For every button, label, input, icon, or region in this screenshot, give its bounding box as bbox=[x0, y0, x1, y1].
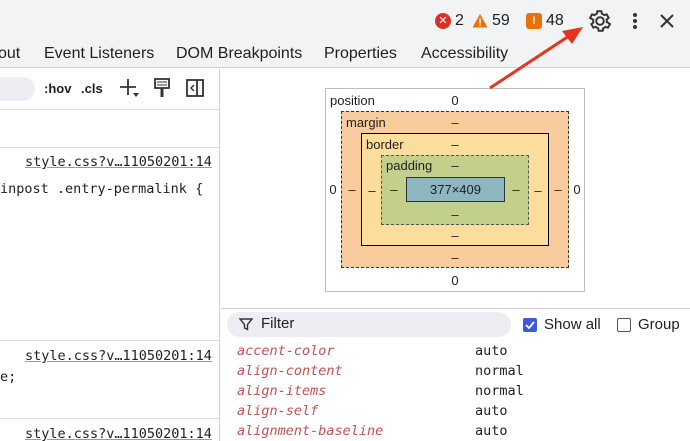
property-name: align-self bbox=[237, 403, 319, 419]
margin-right-value[interactable]: – bbox=[554, 182, 562, 197]
padding-right-value[interactable]: – bbox=[512, 182, 520, 197]
errors-count: 2 bbox=[455, 12, 464, 29]
hover-state-toggle[interactable]: :hov bbox=[44, 81, 72, 96]
settings-gear-icon[interactable] bbox=[587, 8, 613, 34]
show-all-checkbox[interactable] bbox=[523, 318, 537, 332]
border-bottom-value[interactable]: – bbox=[451, 228, 459, 243]
warnings-count: 59 bbox=[492, 12, 510, 29]
computed-properties-list: accent-color auto align-content normal a… bbox=[221, 343, 690, 441]
property-value: auto bbox=[475, 403, 508, 419]
errors-badge[interactable]: ✕ 2 bbox=[435, 10, 464, 32]
issues-count: 48 bbox=[546, 12, 564, 29]
new-style-rule-icon[interactable] bbox=[118, 77, 140, 99]
property-name: align-content bbox=[237, 363, 343, 379]
filter-placeholder: Filter bbox=[261, 315, 295, 332]
computed-filter-bar: Filter Show all Group bbox=[221, 308, 690, 342]
position-right-value[interactable]: 0 bbox=[573, 182, 581, 197]
list-item[interactable]: alignment-baseline auto bbox=[237, 423, 508, 441]
position-bottom-value[interactable]: 0 bbox=[451, 273, 459, 288]
margin-label: margin bbox=[346, 115, 386, 130]
property-name: accent-color bbox=[237, 343, 335, 359]
property-value: auto bbox=[475, 343, 508, 359]
divider bbox=[0, 109, 219, 110]
divider bbox=[0, 147, 219, 148]
position-left-value[interactable]: 0 bbox=[329, 182, 337, 197]
border-box: border – – – – padding – – – – 377×409 bbox=[361, 133, 549, 246]
computed-filter-input[interactable]: Filter bbox=[227, 312, 511, 337]
margin-bottom-value[interactable]: – bbox=[451, 250, 459, 265]
list-item[interactable]: align-self auto bbox=[237, 403, 508, 423]
paint-brush-icon[interactable] bbox=[152, 77, 172, 99]
show-all-label[interactable]: Show all bbox=[544, 316, 601, 333]
close-icon[interactable] bbox=[655, 8, 679, 34]
margin-top-value[interactable]: – bbox=[451, 115, 459, 130]
rule-selector[interactable]: inpost .entry-permalink { bbox=[0, 181, 204, 197]
tab-properties[interactable]: Properties bbox=[324, 45, 397, 62]
border-top-value[interactable]: – bbox=[451, 137, 459, 152]
warnings-badge[interactable]: 59 bbox=[472, 10, 510, 32]
group-checkbox[interactable] bbox=[617, 318, 631, 332]
property-name: alignment-baseline bbox=[237, 423, 384, 439]
devtools-status-bar: ✕ 2 59 ! 48 bbox=[0, 0, 690, 42]
sidebar-tabs: out Event Listeners DOM Breakpoints Prop… bbox=[0, 42, 690, 68]
list-item[interactable]: align-items normal bbox=[237, 383, 524, 403]
padding-label: padding bbox=[386, 158, 433, 173]
padding-left-value[interactable]: – bbox=[390, 182, 398, 197]
divider bbox=[0, 340, 219, 341]
rule-source-link[interactable]: style.css?v…11050201:14 bbox=[25, 154, 212, 170]
error-icon: ✕ bbox=[435, 13, 451, 29]
content-box[interactable]: 377×409 bbox=[406, 177, 505, 202]
issue-icon: ! bbox=[526, 13, 542, 29]
tab-layout[interactable]: out bbox=[0, 45, 21, 62]
divider bbox=[0, 418, 219, 419]
rule-source-link[interactable]: style.css?v…11050201:14 bbox=[25, 426, 212, 441]
annotation-arrow-icon bbox=[489, 27, 583, 90]
position-label: position bbox=[330, 93, 375, 108]
styles-filter-input[interactable] bbox=[0, 77, 35, 101]
tab-dom-breakpoints[interactable]: DOM Breakpoints bbox=[176, 45, 303, 62]
margin-left-value[interactable]: – bbox=[348, 182, 356, 197]
margin-box: margin – – – – border – – – – padding – … bbox=[341, 111, 569, 268]
padding-bottom-value[interactable]: – bbox=[451, 207, 459, 222]
filter-funnel-icon bbox=[239, 318, 253, 331]
more-options-icon[interactable] bbox=[625, 8, 645, 34]
toggle-sidebar-icon[interactable] bbox=[185, 77, 205, 99]
rule-source-link[interactable]: style.css?v…11050201:14 bbox=[25, 348, 212, 364]
class-toggle[interactable]: .cls bbox=[81, 81, 103, 96]
list-item[interactable]: accent-color auto bbox=[237, 343, 508, 363]
padding-top-value[interactable]: – bbox=[451, 158, 459, 173]
tab-event-listeners[interactable]: Event Listeners bbox=[44, 45, 155, 62]
tab-accessibility[interactable]: Accessibility bbox=[421, 45, 509, 62]
property-value: normal bbox=[475, 363, 524, 379]
box-model-diagram: position 0 0 0 0 margin – – – – border –… bbox=[325, 88, 585, 292]
property-value: auto bbox=[475, 423, 508, 439]
list-item[interactable]: align-content normal bbox=[237, 363, 524, 383]
styles-pane: :hov .cls style.css?v…11050201:14 inpost… bbox=[0, 69, 220, 441]
group-label[interactable]: Group bbox=[638, 316, 680, 333]
property-name: align-items bbox=[237, 383, 327, 399]
property-value: normal bbox=[475, 383, 524, 399]
issues-badge[interactable]: ! 48 bbox=[526, 10, 564, 32]
border-left-value[interactable]: – bbox=[368, 183, 376, 198]
computed-pane: position 0 0 0 0 margin – – – – border –… bbox=[221, 69, 690, 441]
position-top-value[interactable]: 0 bbox=[451, 93, 459, 108]
rule-declaration[interactable]: e; bbox=[0, 369, 17, 385]
border-right-value[interactable]: – bbox=[534, 183, 542, 198]
warning-icon bbox=[472, 13, 488, 29]
border-label: border bbox=[366, 137, 404, 152]
padding-box: padding – – – – 377×409 bbox=[381, 155, 529, 225]
